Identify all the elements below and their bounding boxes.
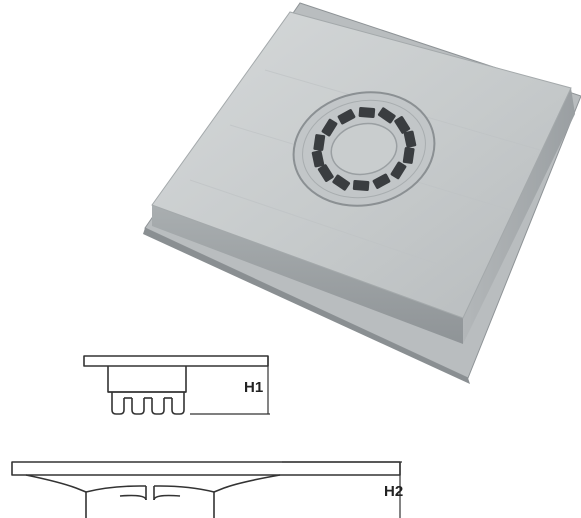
drain-slot bbox=[358, 106, 376, 119]
drain-slot bbox=[317, 164, 334, 182]
drain-slot bbox=[390, 161, 407, 180]
drain-slot bbox=[372, 173, 391, 189]
drain-slot bbox=[402, 147, 415, 164]
drain-slot bbox=[403, 130, 417, 148]
dimension-label-h2: H2 bbox=[384, 483, 403, 500]
drain-slot bbox=[377, 107, 396, 124]
cover-side-edge bbox=[463, 88, 575, 344]
cover-front-edge bbox=[152, 205, 463, 344]
drain-slot bbox=[352, 179, 370, 192]
large-cover-profile-drawing bbox=[11, 461, 402, 518]
drain-slot bbox=[311, 150, 325, 168]
drain-slot bbox=[394, 116, 411, 134]
drain-slots bbox=[311, 106, 417, 192]
cover-flange-lip bbox=[143, 228, 470, 384]
drain-slot bbox=[313, 134, 326, 151]
drain-slot bbox=[337, 109, 356, 125]
drain-slot bbox=[321, 118, 338, 137]
square-grate-cover-photo bbox=[143, 2, 581, 384]
dimension-label-h1: H1 bbox=[244, 379, 263, 396]
drain-grate bbox=[292, 91, 436, 207]
small-cover-profile-drawing bbox=[83, 355, 270, 415]
drain-slot bbox=[332, 174, 351, 191]
